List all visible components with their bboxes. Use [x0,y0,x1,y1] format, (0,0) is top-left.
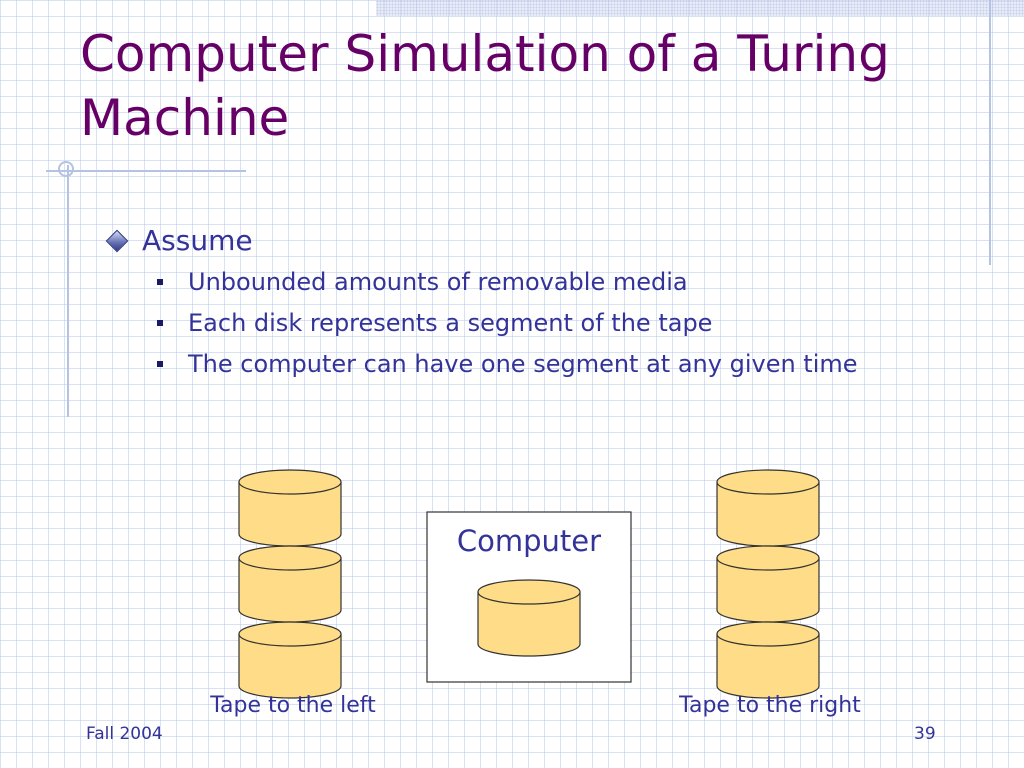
sub-bullet-text: The computer can have one segment at any… [188,350,858,378]
disk-top [716,621,820,647]
decorative-top-band [376,0,1024,16]
sub-bullet-text: Unbounded amounts of removable media [188,268,688,296]
disk-icon [716,545,820,623]
bullet-text: Assume [142,224,253,257]
disk-icon [238,469,342,547]
square-bullet-icon [157,320,163,326]
tape-left-label: Tape to the left [209,693,376,718]
square-bullet-icon [157,279,163,285]
disk-top [716,469,820,495]
slide-number: 39 [914,724,936,744]
sub-bullet: Unbounded amounts of removable media [108,262,988,303]
disk-body [477,591,581,657]
computer-label: Computer [457,524,601,558]
disk-top [238,545,342,571]
disk-top [477,579,581,605]
slide-title: Computer Simulation of a Turing Machine [80,25,890,147]
disk-top [716,545,820,571]
disk-icon [238,621,342,699]
disk-icon [716,469,820,547]
decorative-ring [58,161,74,177]
bullet-list: Assume Unbounded amounts of removable me… [105,222,988,385]
decorative-title-underline [46,170,246,172]
sub-bullet-text: Each disk represents a segment of the ta… [188,309,713,337]
footer-date: Fall 2004 [86,724,163,744]
disk-icon [238,545,342,623]
disk-body [716,633,820,699]
disk-icon [716,621,820,699]
right-disk-stack [716,469,820,699]
bullet-assume: Assume [105,222,988,262]
disk-top [238,621,342,647]
disk-icon [477,579,581,657]
sub-bullet: Each disk represents a segment of the ta… [108,303,988,344]
left-disk-stack [238,469,342,699]
sub-bullet: The computer can have one segment at any… [108,344,988,385]
tape-right-label: Tape to the right [678,693,861,718]
decorative-left-line [67,165,69,417]
disk-top [238,469,342,495]
decorative-right-line [989,0,991,265]
square-bullet-icon [157,361,163,367]
disk-body [238,633,342,699]
